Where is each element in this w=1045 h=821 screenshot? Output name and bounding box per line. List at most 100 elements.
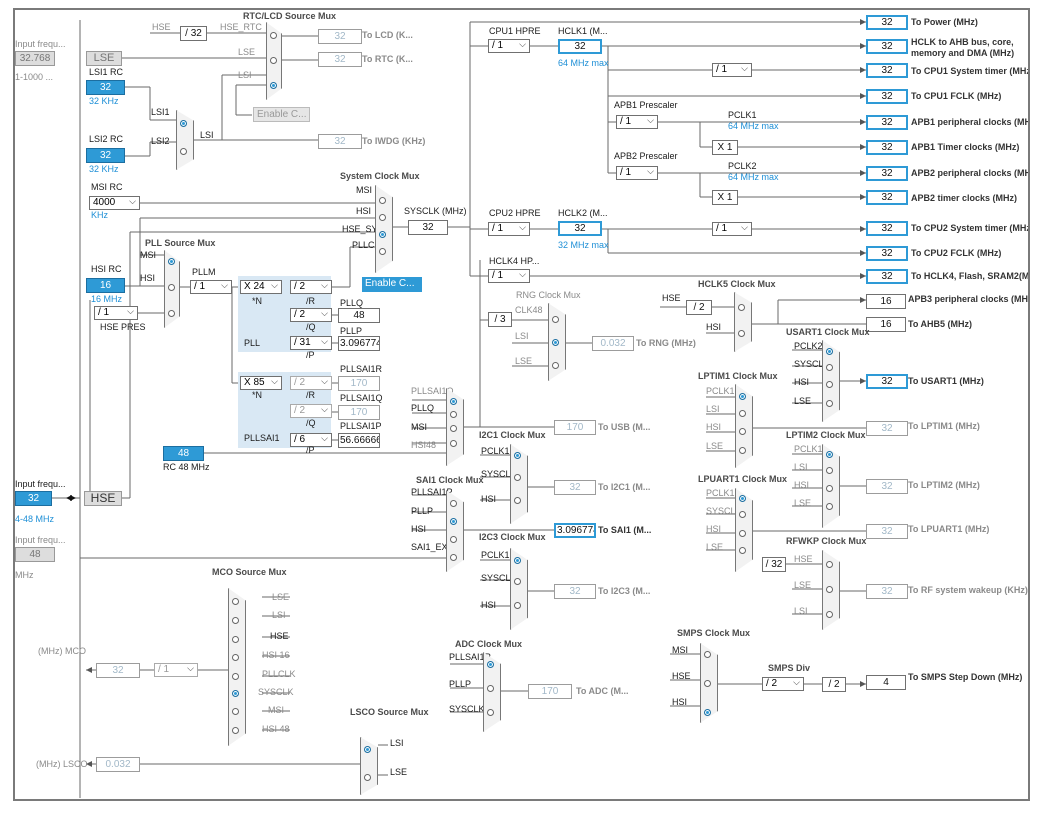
i2c1-option-hsi[interactable] — [514, 497, 521, 504]
clk48-option-pllq[interactable] — [450, 411, 457, 418]
lptim2-clock-value[interactable]: 32 — [866, 479, 908, 494]
pll-source-option-msi[interactable] — [168, 258, 175, 265]
rtc-enable-css-button[interactable]: Enable C... — [253, 107, 311, 122]
plln-select[interactable]: X 24 — [240, 280, 282, 294]
output-apb2-periph-value[interactable]: 32 — [866, 166, 908, 181]
hclk1-value[interactable]: 32 — [558, 39, 602, 54]
output-cpu1-systimer-value[interactable]: 32 — [866, 63, 908, 78]
lsi1-value[interactable]: 32 — [86, 80, 125, 95]
output-hclk-ahb-value[interactable]: 32 — [866, 39, 908, 54]
i2c3-clock-value[interactable]: 32 — [554, 584, 596, 599]
pllsai1r-output-value[interactable]: 170 — [338, 376, 380, 391]
usart1-option-lse[interactable] — [826, 400, 833, 407]
rtc-mux-option-lsi[interactable] — [270, 82, 277, 89]
sysclk-option-hsi[interactable] — [379, 214, 386, 221]
apb1-timer-multiplier[interactable]: X 1 — [712, 140, 738, 155]
rfwkp-option-lsi[interactable] — [826, 611, 833, 618]
lptim2-option-pclk1[interactable] — [826, 451, 833, 458]
hclk2-value[interactable]: 32 — [558, 221, 602, 236]
sysclk-option-pllclk[interactable] — [379, 248, 386, 255]
lpuart1-option-sysclk[interactable] — [739, 511, 746, 518]
hclk5-hse-divider[interactable]: / 2 — [686, 300, 712, 315]
clk48-option-msi[interactable] — [450, 425, 457, 432]
lptim1-clock-value[interactable]: 32 — [866, 421, 908, 436]
pll-source-option-hse[interactable] — [168, 310, 175, 317]
iwdg-clock-value[interactable]: 32 — [318, 134, 362, 149]
pllsai1p-select[interactable]: / 6 — [290, 433, 332, 447]
sysclk-option-msi[interactable] — [379, 197, 386, 204]
rfwkp-option-lse[interactable] — [826, 586, 833, 593]
lsi-mux-option-lsi2[interactable] — [180, 148, 187, 155]
rfwkp-option-hse[interactable] — [826, 561, 833, 568]
smps-option-hse[interactable] — [704, 680, 711, 687]
i2c1-option-sysclk[interactable] — [514, 474, 521, 481]
mco-option-pllclk[interactable] — [232, 673, 239, 680]
lpuart1-clock-value[interactable]: 32 — [866, 524, 908, 539]
i2c3-option-sysclk[interactable] — [514, 578, 521, 585]
lsco-option-lse[interactable] — [364, 774, 371, 781]
usart1-option-hsi[interactable] — [826, 381, 833, 388]
pllq-output-value[interactable]: 48 — [338, 308, 380, 323]
output-ahb5-value[interactable]: 16 — [866, 317, 906, 332]
lsco-option-lsi[interactable] — [364, 746, 371, 753]
rng-clock-value[interactable]: 0.032 — [592, 336, 634, 351]
lpuart1-option-pclk1[interactable] — [739, 495, 746, 502]
rfwkp-clock-value[interactable]: 32 — [866, 584, 908, 599]
smps-option-msi[interactable] — [704, 651, 711, 658]
lcd-clock-value[interactable]: 32 — [318, 29, 362, 44]
rtc-clock-value[interactable]: 32 — [318, 52, 362, 67]
pllp-output-value[interactable]: 3.096774 — [338, 336, 380, 351]
lpuart1-option-hsi[interactable] — [739, 530, 746, 537]
lptim2-option-lse[interactable] — [826, 503, 833, 510]
mco-divider-select[interactable]: / 1 — [154, 663, 198, 677]
output-cpu2-fclk-value[interactable]: 32 — [866, 246, 908, 261]
adc-option-pllsai1r[interactable] — [487, 661, 494, 668]
mco-option-sysclk[interactable] — [232, 690, 239, 697]
sai1-option-ext[interactable] — [450, 554, 457, 561]
lse-frequency-input[interactable]: 32.768 — [15, 51, 55, 66]
rng-option-clk48[interactable] — [552, 316, 559, 323]
hclk5-option-hse[interactable] — [738, 304, 745, 311]
lptim1-option-pclk1[interactable] — [739, 393, 746, 400]
i2c1-clock-value[interactable]: 32 — [554, 480, 596, 495]
pllsai1q-select[interactable]: / 2 — [290, 404, 332, 418]
msi-frequency-select[interactable]: 4000 — [89, 196, 140, 210]
mco-option-hsi48[interactable] — [232, 727, 239, 734]
rtc-hse-divider[interactable]: / 32 — [180, 26, 207, 41]
lpuart1-option-lse[interactable] — [739, 547, 746, 554]
adc-option-pllp[interactable] — [487, 685, 494, 692]
output-apb1-timer-value[interactable]: 32 — [866, 140, 908, 155]
cpu1-systimer-select[interactable]: / 1 — [712, 63, 752, 77]
rtc-mux-option-lse[interactable] — [270, 57, 277, 64]
sai1-option-pllp[interactable] — [450, 518, 457, 525]
usart1-clock-value[interactable]: 32 — [866, 374, 908, 389]
mco-source-mux[interactable] — [228, 588, 246, 746]
pllsai1r-select[interactable]: / 2 — [290, 376, 332, 390]
i2c1-option-pclk1[interactable] — [514, 452, 521, 459]
lsco-output-value[interactable]: 0.032 — [96, 757, 140, 772]
smps-option-hsi[interactable] — [704, 709, 711, 716]
pll-source-option-hsi[interactable] — [168, 284, 175, 291]
pllsai1n-select[interactable]: X 85 — [240, 376, 282, 390]
lptim2-option-lsi[interactable] — [826, 467, 833, 474]
lse-oscillator[interactable]: LSE — [86, 51, 122, 66]
hclk5-option-hsi[interactable] — [738, 330, 745, 337]
mco-output-value[interactable]: 32 — [96, 663, 140, 678]
cpu1-hpre-select[interactable]: / 1 — [488, 39, 530, 53]
hse-prescaler-select[interactable]: / 1 — [94, 306, 138, 320]
pllsai1q-output-value[interactable]: 170 — [338, 405, 380, 420]
output-apb2-timer-value[interactable]: 32 — [866, 190, 908, 205]
sai1-option-pllsai1p[interactable] — [450, 500, 457, 507]
lsi-mux-option-lsi1[interactable] — [180, 120, 187, 127]
usb-clock-value[interactable]: 170 — [554, 420, 596, 435]
output-cpu1-fclk-value[interactable]: 32 — [866, 89, 908, 104]
adc-option-sysclk[interactable] — [487, 709, 494, 716]
lptim1-option-hsi[interactable] — [739, 428, 746, 435]
hse-oscillator[interactable]: HSE — [84, 491, 122, 506]
lptim1-option-lsi[interactable] — [739, 410, 746, 417]
pllm-select[interactable]: / 1 — [190, 280, 232, 294]
lptim1-option-lse[interactable] — [739, 447, 746, 454]
hclk4-hpre-select[interactable]: / 1 — [488, 269, 530, 283]
apb2-timer-multiplier[interactable]: X 1 — [712, 190, 738, 205]
pllr-select[interactable]: / 2 — [290, 280, 332, 294]
